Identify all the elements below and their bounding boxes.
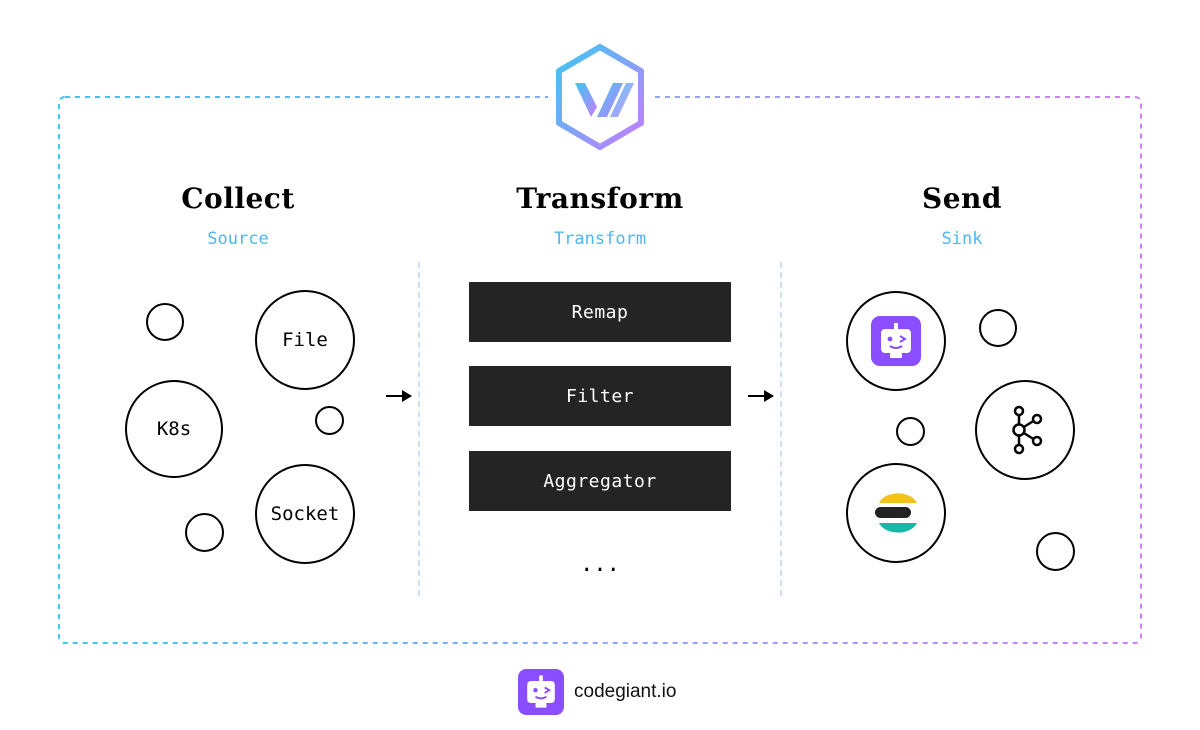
codegiant-icon [871,316,921,366]
source-node-k8s: K8s [125,380,223,478]
stage-title-send: Send [922,182,1002,215]
sink-empty-node [896,417,925,446]
sink-node-codegiant [846,291,946,391]
transform-more-ellipsis: ... [580,552,620,577]
transform-box-filter: Filter [469,366,731,426]
divider-left [418,262,420,596]
stage-subtitle-transform: Transform [553,229,647,249]
divider-right [780,262,782,596]
sink-empty-node [1036,532,1075,571]
sink-node-elasticsearch [846,463,946,563]
transform-box-aggregator: Aggregator [469,451,731,511]
footer-brand: codegiant.io [518,669,676,715]
codegiant-icon [518,669,564,715]
sink-node-kafka [975,380,1075,480]
stage-title-collect: Collect [181,182,295,215]
vector-hexagon-logo [556,44,644,150]
stage-subtitle-sink: Sink [941,229,983,249]
transform-box-remap: Remap [469,282,731,342]
source-empty-node [185,513,224,552]
kafka-icon [1012,405,1043,455]
stage-subtitle-source: Source [207,229,269,249]
arrow-right-icon [386,390,412,402]
footer-brand-text: codegiant.io [574,681,677,702]
stage-title-transform: Transform [516,182,684,215]
elasticsearch-icon [875,493,917,533]
arrow-right-icon [748,390,774,402]
source-empty-node [315,406,344,435]
sink-empty-node [979,309,1017,347]
source-node-socket: Socket [255,464,355,564]
source-empty-node [146,303,184,341]
source-node-file: File [255,290,355,390]
